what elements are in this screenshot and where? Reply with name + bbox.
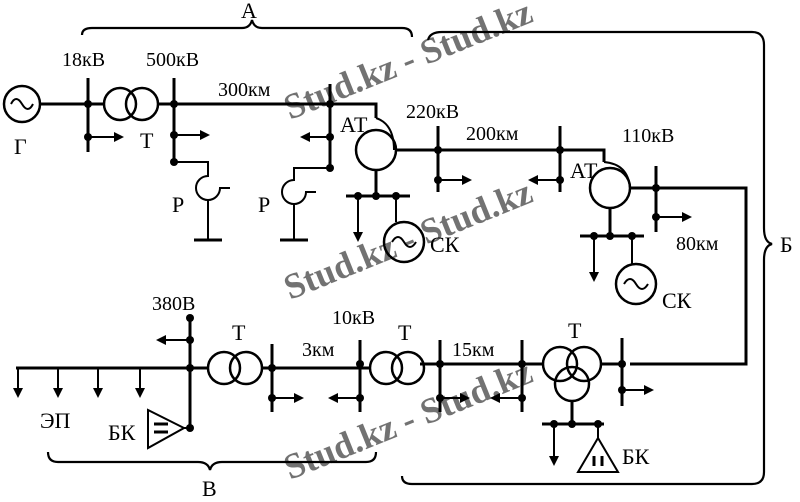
- transformer-lv-label: Т: [232, 320, 246, 345]
- length-80km: 80км: [676, 233, 719, 255]
- arrowhead: [528, 175, 538, 185]
- transformer-lv: [206, 350, 264, 386]
- brace-a-label: А: [241, 0, 257, 23]
- length-300km: 300км: [218, 79, 271, 101]
- length-200km: 200км: [466, 123, 519, 145]
- node-dot: [434, 146, 442, 154]
- arrowhead: [589, 272, 599, 282]
- node-dot: [326, 100, 334, 108]
- arrowhead: [294, 393, 304, 403]
- consumer-loads: [13, 368, 145, 398]
- watermark: Stud.kz - Stud.kz: [278, 351, 538, 487]
- node-dot: [372, 192, 380, 200]
- autotransformer-at1-label: АТ: [340, 112, 368, 137]
- node-dot: [356, 360, 364, 368]
- length-3km: 3км: [302, 339, 335, 361]
- arrowhead: [200, 130, 210, 140]
- transformer-mv: [368, 350, 426, 386]
- transformer-t1-label: Т: [140, 128, 154, 153]
- transformer-three-winding: [541, 345, 603, 403]
- reactor-r1: [174, 161, 230, 242]
- node-dot: [568, 420, 576, 428]
- capacitor-bank-bk1: [147, 408, 190, 450]
- brace-v: [46, 451, 378, 471]
- ep-label: ЭП: [40, 408, 71, 433]
- watermark-group: Stud.kz - Stud.kz Stud.kz - Stud.kz Stud…: [278, 0, 538, 487]
- sk1-label: СК: [430, 232, 460, 257]
- bk1-label: БК: [108, 420, 136, 445]
- reactor-r2: [280, 167, 330, 242]
- capacitor-bank-bk2: [576, 436, 620, 473]
- transformer-3w-label: Т: [568, 318, 582, 343]
- node-dot: [606, 232, 614, 240]
- node-dot: [186, 314, 194, 322]
- line-at2-bus110: [630, 186, 748, 366]
- arrowhead: [682, 212, 692, 222]
- arrowhead: [462, 175, 472, 185]
- voltage-220kv: 220кВ: [406, 101, 459, 123]
- arrowhead: [549, 456, 559, 466]
- brace-b: [400, 30, 773, 486]
- line-300km: [174, 102, 378, 118]
- brace-b-label: Б: [780, 232, 793, 257]
- brace-a: [80, 19, 414, 38]
- voltage-500kv: 500кВ: [146, 49, 199, 71]
- arrowhead: [328, 393, 338, 403]
- arrowhead: [156, 335, 166, 345]
- reactor-r2-label: Р: [258, 192, 270, 217]
- synchronous-compensator-sk1: [382, 220, 426, 264]
- transformer-mv-label: Т: [398, 320, 412, 345]
- voltage-380v: 380В: [152, 293, 195, 315]
- voltage-10kv: 10кВ: [332, 307, 375, 329]
- arrowhead: [460, 393, 470, 403]
- arrowhead: [300, 132, 310, 142]
- brace-v-label: В: [202, 476, 217, 501]
- length-15km: 15км: [452, 339, 495, 361]
- watermark: Stud.kz - Stud.kz: [278, 171, 538, 307]
- node-dot: [556, 146, 564, 154]
- arrowhead: [114, 132, 124, 142]
- autotransformer-at2-label: АТ: [570, 158, 598, 183]
- sk2-label: СК: [662, 288, 692, 313]
- arrowhead: [644, 385, 654, 395]
- generator-label: Г: [14, 134, 27, 159]
- synchronous-compensator-sk2: [614, 262, 658, 306]
- line-220kv: [396, 148, 606, 162]
- node-dot: [652, 184, 660, 192]
- node-dot: [518, 360, 526, 368]
- voltage-18kv: 18кВ: [62, 49, 105, 71]
- transformer-t1: [102, 86, 160, 122]
- voltage-110kv: 110кВ: [622, 125, 674, 147]
- bk2-label: БК: [622, 444, 650, 469]
- arrowhead: [353, 232, 363, 242]
- reactor-r1-label: Р: [172, 192, 184, 217]
- generator: [2, 84, 42, 124]
- arrowhead: [490, 393, 500, 403]
